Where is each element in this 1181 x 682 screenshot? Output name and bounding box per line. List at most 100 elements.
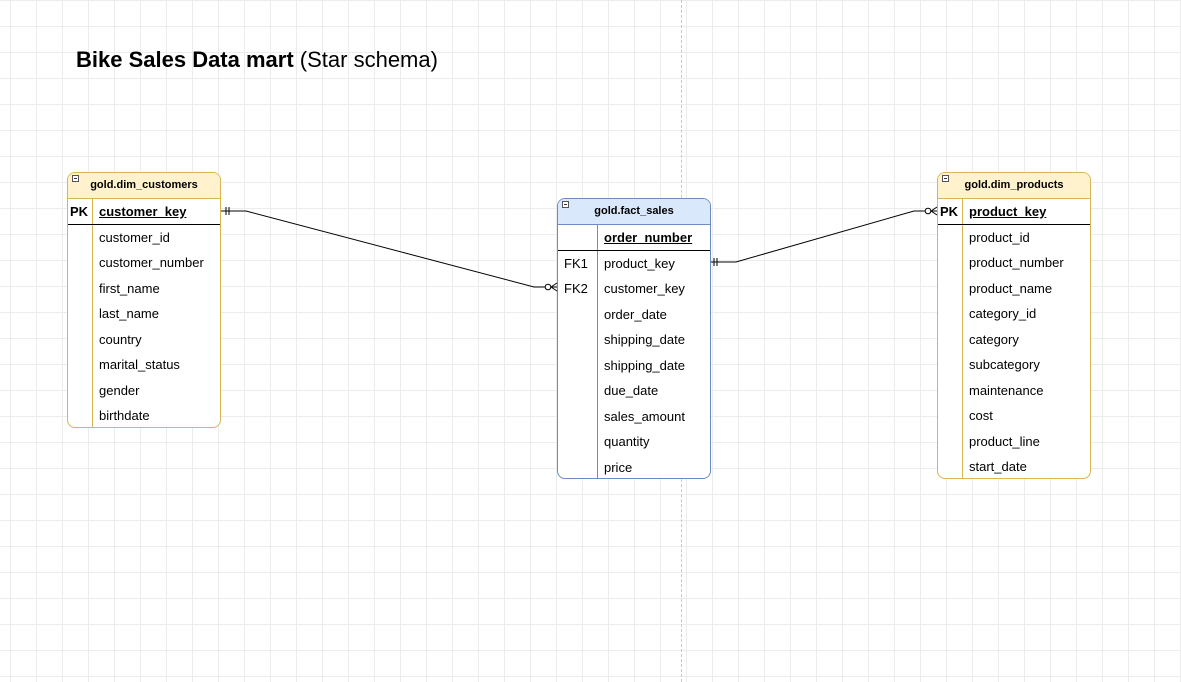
attribute-field: first_name: [99, 280, 160, 296]
entity-header[interactable]: gold.dim_customers: [68, 173, 220, 199]
attribute-row[interactable]: shipping_date: [558, 352, 710, 378]
crowfoot-marker: [550, 286, 558, 292]
collapse-icon[interactable]: [562, 201, 569, 208]
attribute-row[interactable]: quantity: [558, 429, 710, 455]
key-label: FK2: [558, 276, 598, 302]
attribute-field: price: [604, 459, 633, 475]
key-label: [558, 327, 598, 353]
pk-row[interactable]: order_number: [558, 225, 710, 251]
key-label: PK: [68, 199, 93, 224]
attribute-field: category: [969, 331, 1019, 347]
attribute-row[interactable]: subcategory: [938, 352, 1090, 378]
key-label: [938, 377, 963, 403]
attribute-row[interactable]: sales_amount: [558, 403, 710, 429]
key-label: [68, 301, 93, 327]
attribute-field: shipping_date: [604, 357, 685, 373]
attribute-field: product_id: [969, 229, 1030, 245]
pk-field: product_key: [969, 204, 1047, 219]
attribute-field: due_date: [604, 383, 659, 398]
key-label: [938, 326, 963, 352]
pk-row[interactable]: PK product_key: [938, 199, 1090, 225]
attribute-row[interactable]: product_name: [938, 275, 1090, 301]
attribute-row[interactable]: maintenance: [938, 377, 1090, 403]
attribute-row[interactable]: country: [68, 326, 220, 352]
zero-marker: [544, 283, 552, 291]
entity-name: gold.dim_customers: [90, 179, 198, 191]
attribute-row[interactable]: category_id: [938, 301, 1090, 327]
key-label: [938, 301, 963, 327]
attribute-row[interactable]: marital_status: [68, 352, 220, 378]
pk-field: order_number: [604, 230, 693, 245]
entity-name: gold.fact_sales: [594, 205, 674, 217]
attribute-field: customer_id: [99, 229, 170, 245]
key-label: [558, 403, 598, 429]
attribute-field: start_date: [969, 459, 1027, 474]
attribute-row[interactable]: category: [938, 326, 1090, 352]
key-label: [558, 352, 598, 378]
attribute-row[interactable]: price: [558, 454, 710, 478]
attribute-row[interactable]: last_name: [68, 301, 220, 327]
entity-header[interactable]: gold.fact_sales: [558, 199, 710, 225]
diagram-title: Bike Sales Data mart (Star schema): [76, 47, 438, 73]
key-label: [938, 352, 963, 378]
collapse-icon[interactable]: [72, 175, 79, 182]
key-label: [558, 429, 598, 455]
relationship-line: [221, 210, 557, 288]
crowfoot-marker: [930, 206, 938, 212]
attribute-row[interactable]: product_line: [938, 428, 1090, 454]
key-label: [558, 301, 598, 327]
attribute-row[interactable]: customer_number: [68, 250, 220, 276]
attribute-row[interactable]: shipping_date: [558, 327, 710, 353]
entity-header[interactable]: gold.dim_products: [938, 173, 1090, 199]
entity-dim-products[interactable]: gold.dim_products PK product_key product…: [937, 172, 1091, 479]
zero-marker: [924, 207, 932, 215]
attribute-field: subcategory: [969, 357, 1040, 372]
attribute-row[interactable]: product_id: [938, 224, 1090, 250]
attribute-field: customer_number: [99, 255, 204, 270]
key-label: [68, 250, 93, 276]
attribute-field: category_id: [969, 306, 1037, 321]
attribute-row[interactable]: first_name: [68, 275, 220, 301]
attribute-row[interactable]: customer_id: [68, 224, 220, 250]
attribute-row[interactable]: order_date: [558, 301, 710, 327]
key-label: [938, 275, 963, 301]
key-label: [558, 378, 598, 404]
attribute-field: maintenance: [969, 382, 1044, 398]
key-label: [558, 454, 598, 478]
entity-dim-customers[interactable]: gold.dim_customers PK customer_key custo…: [67, 172, 221, 428]
key-label: [938, 403, 963, 429]
attribute-row[interactable]: product_number: [938, 250, 1090, 276]
attribute-row[interactable]: birthdate: [68, 403, 220, 427]
entity-name: gold.dim_products: [964, 179, 1064, 191]
attribute-field: country: [99, 331, 142, 347]
relationship-customers-sales[interactable]: [221, 207, 558, 292]
key-label: [68, 352, 93, 378]
key-label: FK1: [558, 250, 598, 276]
attribute-field: quantity: [604, 434, 650, 449]
key-label: [558, 225, 598, 250]
attribute-field: marital_status: [99, 357, 180, 372]
collapse-icon[interactable]: [942, 175, 949, 182]
relationship-sales-products[interactable]: [711, 206, 938, 266]
attribute-field: product_number: [969, 255, 1064, 270]
attribute-row[interactable]: cost: [938, 403, 1090, 429]
attribute-field: order_date: [604, 306, 667, 322]
key-label: [68, 326, 93, 352]
relationship-line: [711, 210, 937, 263]
attribute-field: product_line: [969, 433, 1040, 449]
attribute-field: shipping_date: [604, 332, 685, 347]
attribute-field: last_name: [99, 306, 159, 321]
title-subtitle: (Star schema): [299, 47, 438, 72]
attribute-row[interactable]: start_date: [938, 454, 1090, 478]
attribute-field: birthdate: [99, 408, 150, 423]
key-label: [68, 275, 93, 301]
attribute-row[interactable]: due_date: [558, 378, 710, 404]
attribute-field: product_name: [969, 280, 1053, 296]
pk-row[interactable]: PK customer_key: [68, 199, 220, 225]
key-label: [68, 377, 93, 403]
attribute-row[interactable]: gender: [68, 377, 220, 403]
